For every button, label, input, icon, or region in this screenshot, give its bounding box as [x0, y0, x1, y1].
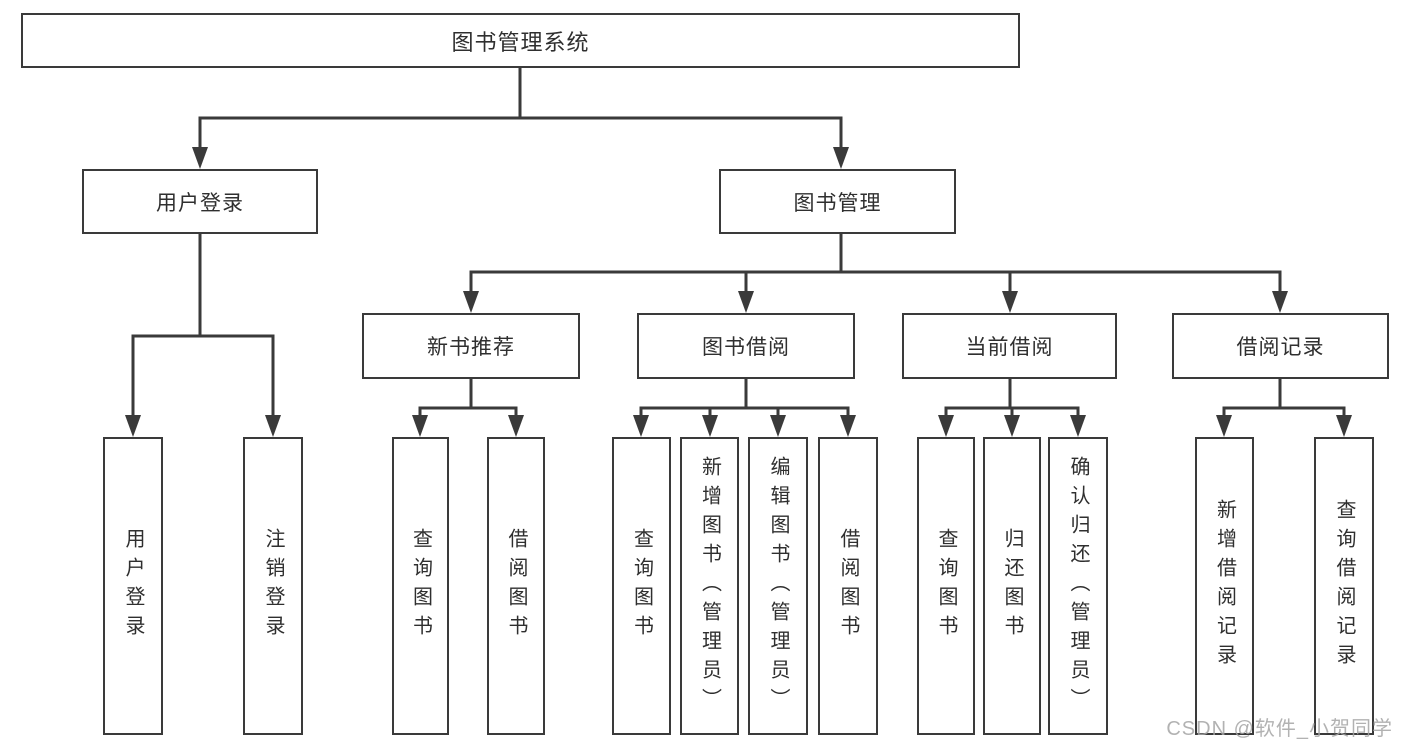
node-leaf-query-borrow-record: 查询借阅记录 — [1314, 437, 1374, 735]
node-leaf-edit-book-admin: 编辑图书（管理员） — [748, 437, 808, 735]
node-leaf-query-book-3-label: 查询图书 — [935, 528, 957, 644]
node-leaf-add-book-admin: 新增图书（管理员） — [680, 437, 739, 735]
node-leaf-query-borrow-record-label: 查询借阅记录 — [1333, 499, 1355, 673]
node-leaf-borrow-book-2: 借阅图书 — [818, 437, 878, 735]
node-leaf-return-book: 归还图书 — [983, 437, 1041, 735]
node-leaf-query-book-2-label: 查询图书 — [630, 528, 653, 644]
node-leaf-edit-book-admin-label: 编辑图书（管理员） — [767, 455, 789, 717]
node-leaf-add-book-admin-label: 新增图书（管理员） — [698, 455, 721, 717]
csdn-watermark: CSDN @软件_小贺同学 — [1166, 718, 1393, 740]
node-leaf-confirm-return-admin: 确认归还（管理员） — [1048, 437, 1108, 735]
node-book-borrowing: 图书借阅 — [637, 313, 855, 379]
node-user-login-branch: 用户登录 — [82, 169, 318, 234]
node-leaf-logout-label: 注销登录 — [262, 528, 284, 644]
node-borrowing-records: 借阅记录 — [1172, 313, 1389, 379]
node-book-management-label: 图书管理 — [793, 191, 882, 215]
node-leaf-query-book-2: 查询图书 — [612, 437, 671, 735]
node-library-system-label: 图书管理系统 — [451, 29, 590, 55]
node-leaf-user-login: 用户登录 — [103, 437, 163, 735]
node-user-login-branch-label: 用户登录 — [156, 191, 244, 215]
node-leaf-borrow-book-1-label: 借阅图书 — [505, 528, 527, 644]
node-new-book-recommend-label: 新书推荐 — [427, 336, 515, 359]
node-current-borrowing-label: 当前借阅 — [965, 336, 1054, 359]
node-new-book-recommend: 新书推荐 — [362, 313, 580, 379]
node-borrowing-records-label: 借阅记录 — [1236, 336, 1325, 359]
node-leaf-query-book-3: 查询图书 — [917, 437, 975, 735]
node-leaf-confirm-return-admin-label: 确认归还（管理员） — [1067, 455, 1089, 717]
node-leaf-query-book-1: 查询图书 — [392, 437, 449, 735]
node-leaf-query-book-1-label: 查询图书 — [409, 528, 432, 644]
node-book-borrowing-label: 图书借阅 — [702, 336, 790, 359]
node-leaf-borrow-book-2-label: 借阅图书 — [837, 528, 859, 644]
node-leaf-borrow-book-1: 借阅图书 — [487, 437, 545, 735]
node-leaf-user-login-label: 用户登录 — [122, 528, 144, 644]
node-current-borrowing: 当前借阅 — [902, 313, 1117, 379]
node-leaf-add-borrow-record-label: 新增借阅记录 — [1213, 499, 1236, 673]
node-book-management: 图书管理 — [719, 169, 956, 234]
node-leaf-logout: 注销登录 — [243, 437, 303, 735]
node-leaf-add-borrow-record: 新增借阅记录 — [1195, 437, 1254, 735]
node-leaf-return-book-label: 归还图书 — [1001, 528, 1023, 644]
node-library-system: 图书管理系统 — [21, 13, 1020, 68]
